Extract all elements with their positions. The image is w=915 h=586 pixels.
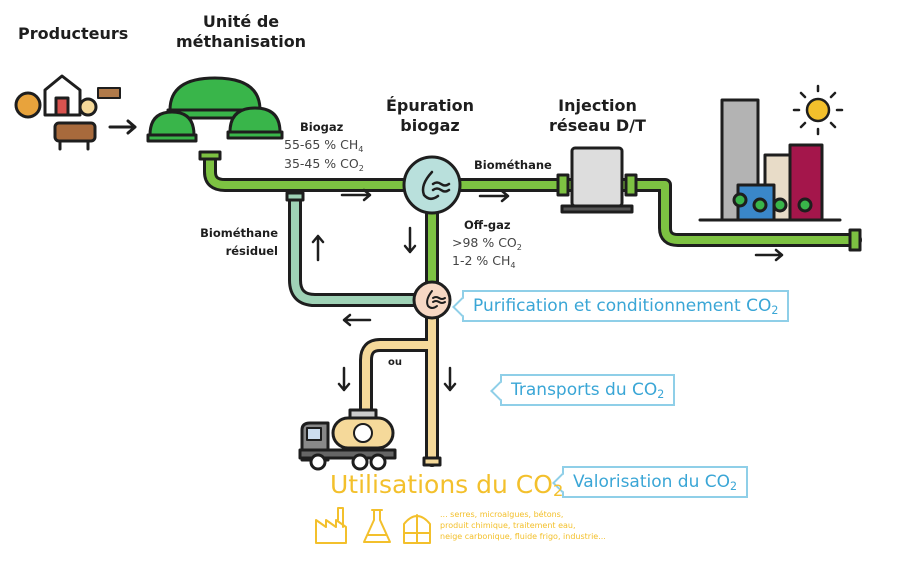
example-line: ... serres, microalgues, bétons, — [440, 510, 564, 519]
flow-arrows — [311, 188, 784, 392]
biogaz-label: Biogaz — [300, 120, 344, 134]
biogaz-co2: 35-45 % CO2 — [284, 155, 364, 173]
label-line: Biométhane — [200, 226, 278, 240]
flask-icon — [363, 509, 391, 543]
callout-transports: Transports du CO2 — [500, 374, 676, 406]
sun-icon — [792, 84, 844, 136]
label-line: réseau D/T — [549, 116, 646, 135]
farm-icon — [14, 74, 121, 119]
biogaz-ch4: 55-65 % CH4 — [284, 136, 363, 154]
city-icon — [698, 98, 842, 222]
truck-icon — [298, 408, 397, 471]
subscript: 2 — [771, 304, 779, 317]
example-line: neige carbonique, fluide frigo, industri… — [440, 532, 606, 541]
subscript: 2 — [516, 242, 522, 252]
label-line: Unité de — [202, 12, 280, 31]
or-label: ou — [388, 357, 402, 368]
co2-pipe — [362, 311, 436, 464]
biogas-pipe — [206, 154, 859, 244]
example-line: produit chimique, traitement eau, — [440, 521, 576, 530]
offgaz-label: Off-gaz — [464, 218, 511, 232]
subscript: 2 — [657, 388, 665, 401]
subscript: 4 — [510, 260, 516, 270]
text: 55-65 % CH — [284, 137, 359, 152]
label-line: Épuration — [386, 96, 474, 115]
label-line: Injection — [558, 96, 637, 115]
residual-pipe — [291, 196, 419, 304]
subscript: 2 — [730, 480, 738, 493]
purifier-icon — [402, 155, 462, 215]
callout-purification: Purification et conditionnement CO2 — [462, 290, 790, 322]
arrow-icon — [108, 119, 137, 135]
text: Valorisation du CO — [573, 472, 731, 492]
biomethane-label: Biométhane — [474, 158, 552, 172]
text: Purification et conditionnement CO — [473, 296, 772, 316]
text: Utilisations du CO — [330, 470, 553, 499]
utilisations-examples: ... serres, microalgues, bétons, produit… — [440, 509, 606, 542]
label-line: résiduel — [225, 244, 278, 258]
subscript: 4 — [358, 144, 364, 154]
subscript: 2 — [358, 163, 364, 173]
residual-biomethane-label: Biométhane résiduel — [198, 224, 278, 260]
subscript: 2 — [552, 481, 564, 500]
text: >98 % CO — [452, 235, 517, 250]
utilisations-title: Utilisations du CO2 — [330, 470, 563, 499]
text: 1-2 % CH — [452, 253, 511, 268]
producers-label: Producteurs — [18, 24, 129, 43]
cow-icon — [53, 121, 97, 151]
callout-valorisation: Valorisation du CO2 — [562, 466, 749, 498]
offgaz-co2: >98 % CO2 — [452, 234, 522, 252]
greenhouse-icon — [403, 514, 431, 544]
label-line: méthanisation — [176, 32, 307, 51]
co2-purifier-icon — [412, 280, 452, 320]
label-line: biogaz — [400, 116, 460, 135]
text: 35-45 % CO — [284, 156, 359, 171]
digester-icon — [146, 76, 284, 143]
text: Transports du CO — [511, 380, 658, 400]
factory-icon — [315, 507, 347, 544]
offgaz-ch4: 1-2 % CH4 — [452, 252, 516, 270]
injection-station-icon — [556, 146, 638, 214]
